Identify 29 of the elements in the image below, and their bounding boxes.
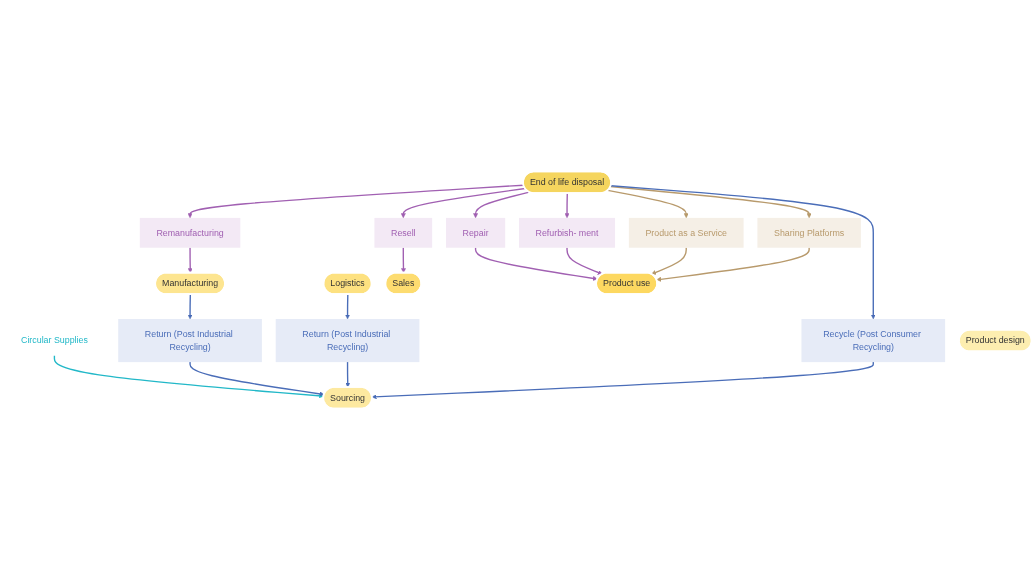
node-box: Return (Post Industrial Recycling) (118, 319, 262, 363)
arrow (53, 354, 324, 399)
arrow (607, 189, 689, 219)
node-text: Circular Supplies (21, 335, 88, 345)
node-box: Refurbish- ment (519, 217, 616, 248)
arrow (345, 361, 351, 388)
arrow (187, 247, 193, 274)
arrow (473, 191, 530, 219)
arrow (474, 247, 598, 281)
node-box: Remanufacturing (139, 217, 241, 248)
arrow (189, 361, 325, 397)
arrow (401, 247, 406, 274)
node-box: Return (Post Industrial Recycling) (275, 319, 420, 363)
arrow (187, 184, 525, 219)
arrow (656, 247, 810, 282)
node-box: Sharing Platforms (757, 217, 861, 248)
arrow (609, 185, 812, 219)
arrow (345, 293, 350, 320)
node-box: Product as a Service (628, 217, 744, 248)
arrow (400, 187, 526, 219)
arrow (610, 185, 876, 320)
arrow (371, 361, 874, 400)
arrow (564, 192, 570, 219)
node-box: Resell (374, 217, 433, 248)
node-box: Recycle (Post Consumer Recycling) (801, 319, 946, 363)
arrow (566, 247, 603, 275)
arrow (187, 293, 193, 320)
arrow (651, 247, 687, 275)
node-box: Repair (445, 217, 506, 248)
